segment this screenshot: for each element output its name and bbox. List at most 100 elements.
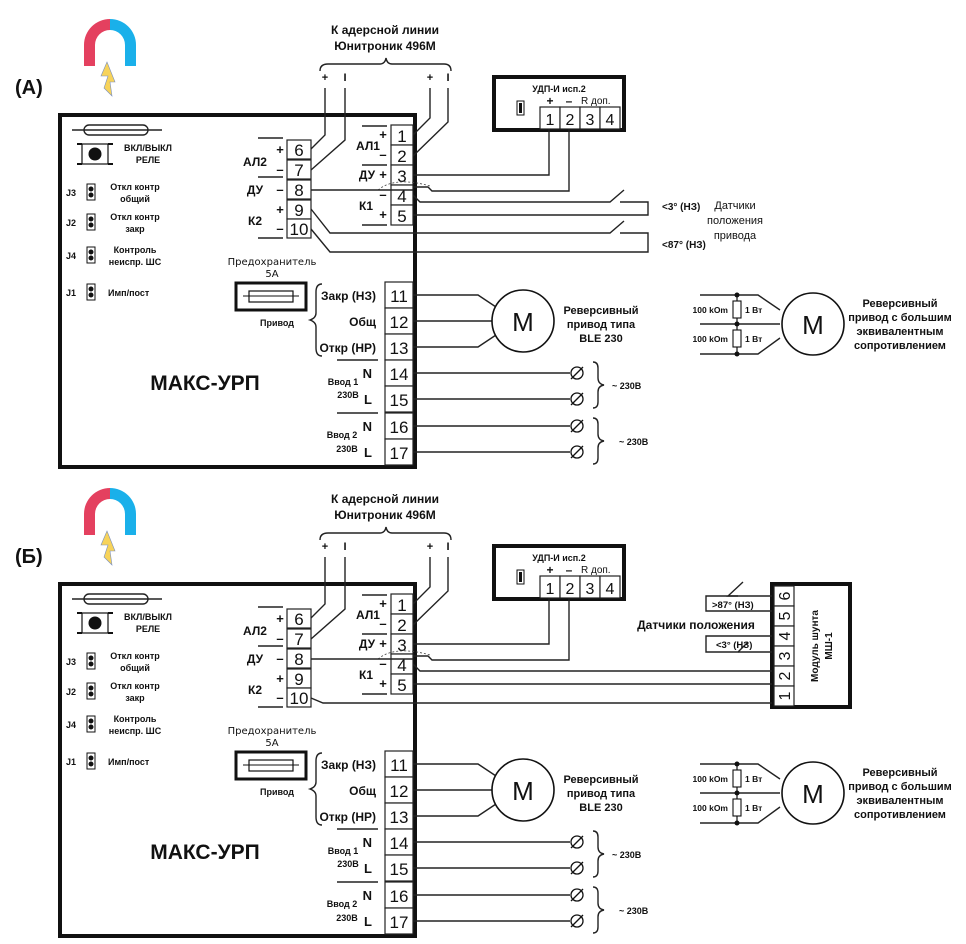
- fuse-label: Предохранитель: [228, 257, 317, 268]
- jumper-label: закр: [125, 224, 145, 234]
- udp-title: УДП-И исп.2: [532, 553, 585, 563]
- resistor-power: 1 Вт: [745, 774, 762, 784]
- drive-terminal-label: Закр (НЗ): [321, 758, 376, 772]
- screw-slash: [570, 445, 584, 459]
- terminal: [286, 218, 312, 239]
- brace: [592, 886, 605, 934]
- udp-jumper-fill: [519, 572, 522, 582]
- terminal-number: 12: [390, 782, 409, 801]
- udp-sign: –: [566, 563, 573, 577]
- screw-slash: [570, 914, 584, 928]
- terminal-number: 4: [397, 656, 406, 675]
- jumper-pin: [88, 755, 94, 761]
- drive-terminal-label: Закр (НЗ): [321, 289, 376, 303]
- polarity-label: I: [343, 541, 346, 553]
- motor-caption: BLE 230: [579, 333, 622, 345]
- sensor-label: <3° (НЗ): [662, 202, 700, 213]
- logo-red-arc: [84, 19, 110, 66]
- wire: [700, 337, 781, 355]
- control-label: ВКЛ/ВЫКЛ: [124, 143, 172, 153]
- panel-label: (Б): [15, 546, 43, 568]
- jumper-label: общий: [120, 663, 150, 673]
- polarity-label: I: [343, 72, 346, 84]
- group-label: АЛ2: [243, 155, 267, 169]
- motor-caption: привод с большим: [848, 312, 952, 324]
- fuse-label: 5А: [265, 269, 278, 280]
- polarity-label: +: [322, 541, 328, 553]
- wire-sensor-87-return: [705, 595, 772, 612]
- udp-terminal-number: 2: [566, 112, 575, 129]
- drive-terminal-label: Общ: [349, 784, 377, 798]
- relay-button-dot-icon: [88, 616, 102, 630]
- terminal-sign: –: [379, 616, 386, 631]
- shunt-terminal-number: 6: [777, 591, 794, 600]
- terminal-number: 9: [294, 201, 303, 220]
- udp-terminal-number: 3: [586, 112, 595, 129]
- terminal-number: 7: [294, 630, 303, 649]
- terminal-number: 8: [294, 181, 303, 200]
- jumper-pin: [88, 685, 94, 691]
- terminal: [286, 139, 312, 160]
- sensor-caption: Датчики положения: [637, 618, 755, 632]
- jumper-id: J4: [66, 720, 76, 730]
- jumper-id: J2: [66, 687, 76, 697]
- terminal-number: 16: [390, 887, 409, 906]
- wire-sensor-87: [310, 208, 625, 234]
- motor-caption: Реверсивный: [862, 298, 937, 310]
- brace: [592, 830, 605, 878]
- udp-terminal: [599, 575, 621, 599]
- power-group-label: Ввод 2: [327, 430, 358, 440]
- voltage-label: ~ 230В: [612, 381, 642, 391]
- udp-sign: R доп.: [581, 96, 611, 107]
- jumper-label: Откл контр: [110, 651, 160, 661]
- jumper-pin: [88, 661, 94, 667]
- motor-letter: M: [512, 776, 534, 806]
- jumper-icon: [86, 283, 96, 301]
- brace: [592, 361, 605, 409]
- wire-al1-plus: [412, 557, 431, 605]
- terminal-sign: +: [276, 671, 284, 686]
- jumper-id: J3: [66, 657, 76, 667]
- reed-switch-icon: [83, 593, 149, 605]
- terminal-number: 5: [397, 207, 406, 226]
- terminal-number: 10: [290, 689, 309, 708]
- udp-sign: R доп.: [581, 565, 611, 576]
- terminal-sign: –: [379, 147, 386, 162]
- terminal-number: 15: [390, 860, 409, 879]
- shunt-title: Модуль шунта: [810, 610, 821, 682]
- jumper-label: Откл контр: [110, 182, 160, 192]
- jumper-pin: [88, 718, 94, 724]
- power-terminal-label: L: [364, 861, 372, 876]
- line-header: К адерсной линии: [331, 492, 439, 506]
- wire-sensor-87: [726, 581, 772, 597]
- shunt-terminal-number: 2: [777, 671, 794, 680]
- terminal-sign: –: [276, 182, 283, 197]
- wire-sensor-3-return: [413, 201, 649, 216]
- brace: [319, 57, 452, 72]
- power-terminal-label: N: [363, 835, 372, 850]
- terminal-sign: +: [379, 127, 387, 142]
- jumper-id: J1: [66, 288, 76, 298]
- jumper-pin: [88, 286, 94, 292]
- wire: [700, 763, 781, 780]
- resistor-power: 1 Вт: [745, 305, 762, 315]
- terminal-number: 16: [390, 418, 409, 437]
- brace: [307, 752, 323, 826]
- sensor-caption: Датчики: [714, 200, 755, 212]
- logo-blue-arc: [110, 488, 136, 535]
- jumper-pin: [88, 249, 94, 255]
- logo-icon: [84, 19, 136, 97]
- terminal-sign: +: [379, 167, 387, 182]
- jumper-pin: [88, 216, 94, 222]
- shunt-terminal-number: 1: [777, 691, 794, 700]
- terminal-number: 17: [390, 444, 409, 463]
- jumper-label: Откл контр: [110, 212, 160, 222]
- wire-al1-minus: [412, 557, 449, 626]
- screw-slash: [570, 392, 584, 406]
- motor-icon: [491, 758, 555, 822]
- wire: [700, 294, 781, 311]
- wire-al2-minus: [310, 88, 346, 171]
- jumper-id: J4: [66, 251, 76, 261]
